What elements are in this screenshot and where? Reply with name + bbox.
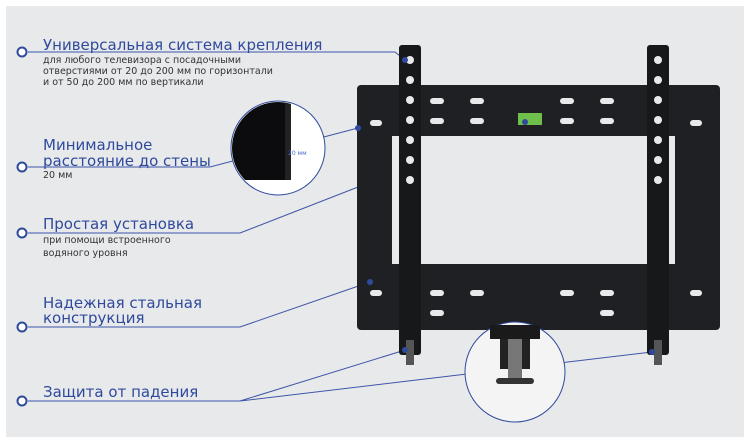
wall-bracket-illustration <box>16 45 720 423</box>
distance-inset <box>230 100 326 196</box>
feature-desc-install-1: при помощи встроенного <box>43 235 171 246</box>
feature-title-universal: Универсальная система крепления <box>43 36 323 54</box>
callout-line-steel <box>28 281 371 328</box>
feature-title-steel-1: Надежная стальная <box>43 294 203 312</box>
feature-desc-distance: 20 мм <box>43 170 73 181</box>
feature-title-steel-2: конструкция <box>43 309 145 327</box>
wall-plate <box>357 85 720 330</box>
screw-inset <box>464 321 566 423</box>
inset-label: 20 мм <box>288 150 307 157</box>
right-arm <box>647 45 669 365</box>
callout-line-safety <box>28 349 653 402</box>
feature-title-install: Простая установка <box>43 215 195 233</box>
water-level-icon <box>518 113 542 125</box>
left-arm <box>399 45 421 365</box>
feature-desc-install-2: водяного уровня <box>43 248 128 259</box>
feature-desc-universal-3: и от 50 до 200 мм по вертикали <box>43 77 204 88</box>
feature-title-distance-1: Минимальное <box>43 136 153 154</box>
feature-title-distance-2: расстояние до стены <box>43 152 211 170</box>
feature-title-safety: Защита от падения <box>43 383 199 401</box>
feature-desc-universal-1: для любого телевизора с посадочными <box>43 55 242 66</box>
product-infographic: Универсальная система крепления для любо… <box>6 6 744 437</box>
feature-desc-universal-2: отверстиями от 20 до 200 мм по горизонта… <box>43 66 273 77</box>
